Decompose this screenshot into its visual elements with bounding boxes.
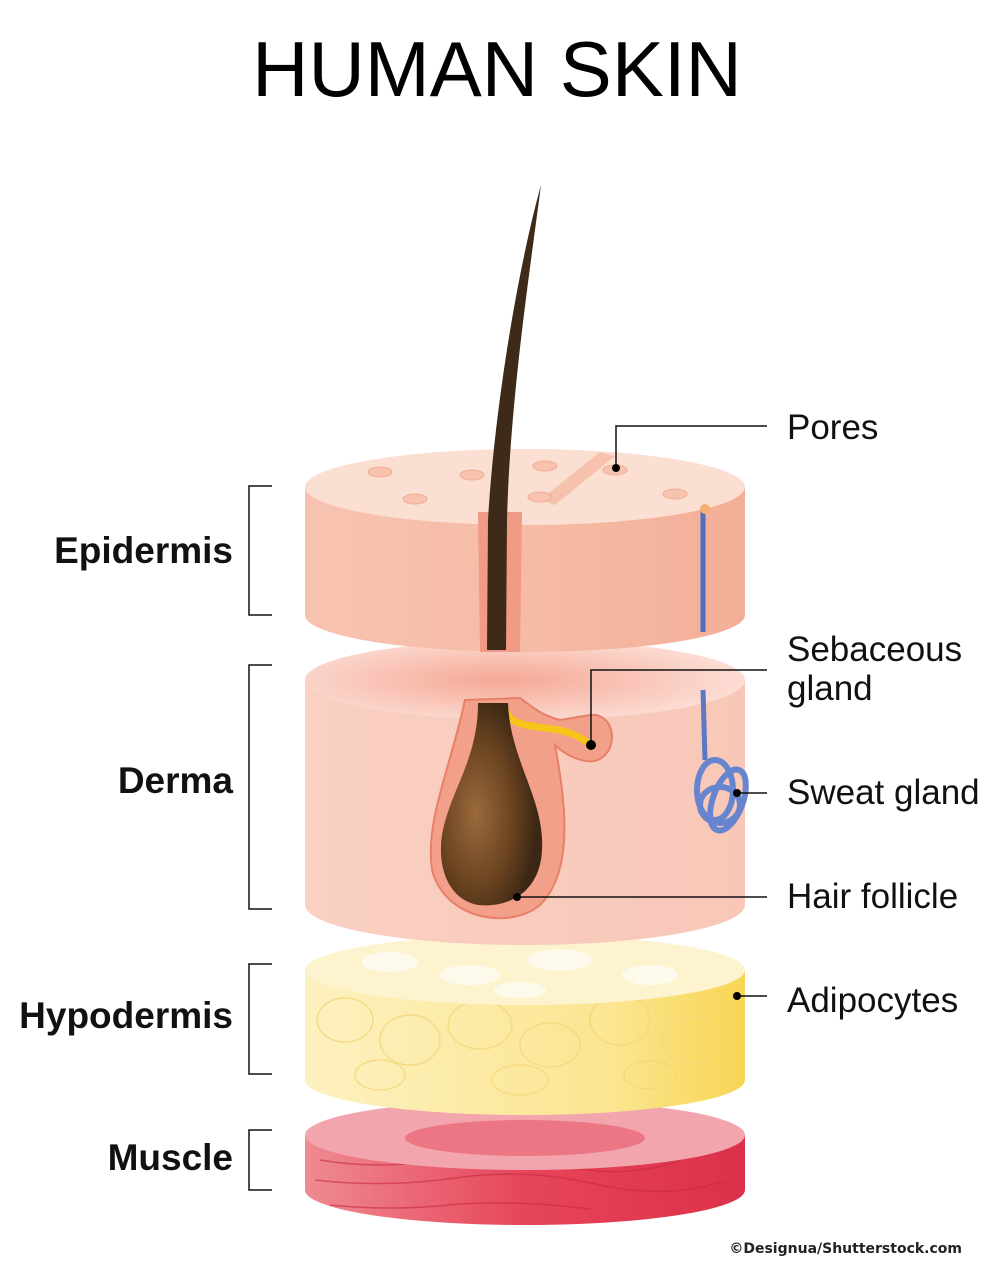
label-epidermis: Epidermis	[54, 530, 233, 571]
callout-sebaceous-gland: Sebaceous gland	[586, 630, 962, 750]
page-title: HUMAN SKIN	[252, 25, 742, 113]
svg-text:Sebaceous: Sebaceous	[787, 630, 962, 669]
hair-shaft	[487, 185, 541, 650]
bracket-muscle	[248, 1129, 272, 1191]
svg-text:Hair follicle: Hair follicle	[787, 877, 958, 916]
label-derma: Derma	[118, 760, 234, 801]
svg-text:gland: gland	[787, 669, 873, 708]
label-hypodermis: Hypodermis	[19, 995, 233, 1036]
credit: ©Designua/Shutterstock.com	[729, 1241, 962, 1257]
hair-bulb	[440, 703, 543, 906]
sebum	[501, 704, 594, 749]
bracket-hypodermis	[248, 963, 272, 1075]
derma-layer	[305, 640, 749, 945]
bracket-derma	[248, 664, 272, 910]
callout-sweat-gland: Sweat gland	[733, 773, 980, 812]
svg-text:Sweat gland: Sweat gland	[787, 773, 980, 812]
callout-adipocytes: Adipocytes	[733, 981, 958, 1020]
bracket-epidermis	[248, 485, 272, 616]
hypodermis-layer	[305, 935, 745, 1115]
label-muscle: Muscle	[108, 1137, 233, 1178]
muscle-layer	[305, 1100, 745, 1225]
epidermis-layer	[305, 449, 745, 652]
svg-text:Pores: Pores	[787, 408, 878, 447]
sweat-gland-coil	[694, 757, 749, 834]
svg-text:Adipocytes: Adipocytes	[787, 981, 958, 1020]
sweat-duct	[700, 689, 708, 761]
callout-pores: Pores	[612, 408, 878, 472]
callout-hair-follicle: Hair follicle	[513, 877, 958, 916]
